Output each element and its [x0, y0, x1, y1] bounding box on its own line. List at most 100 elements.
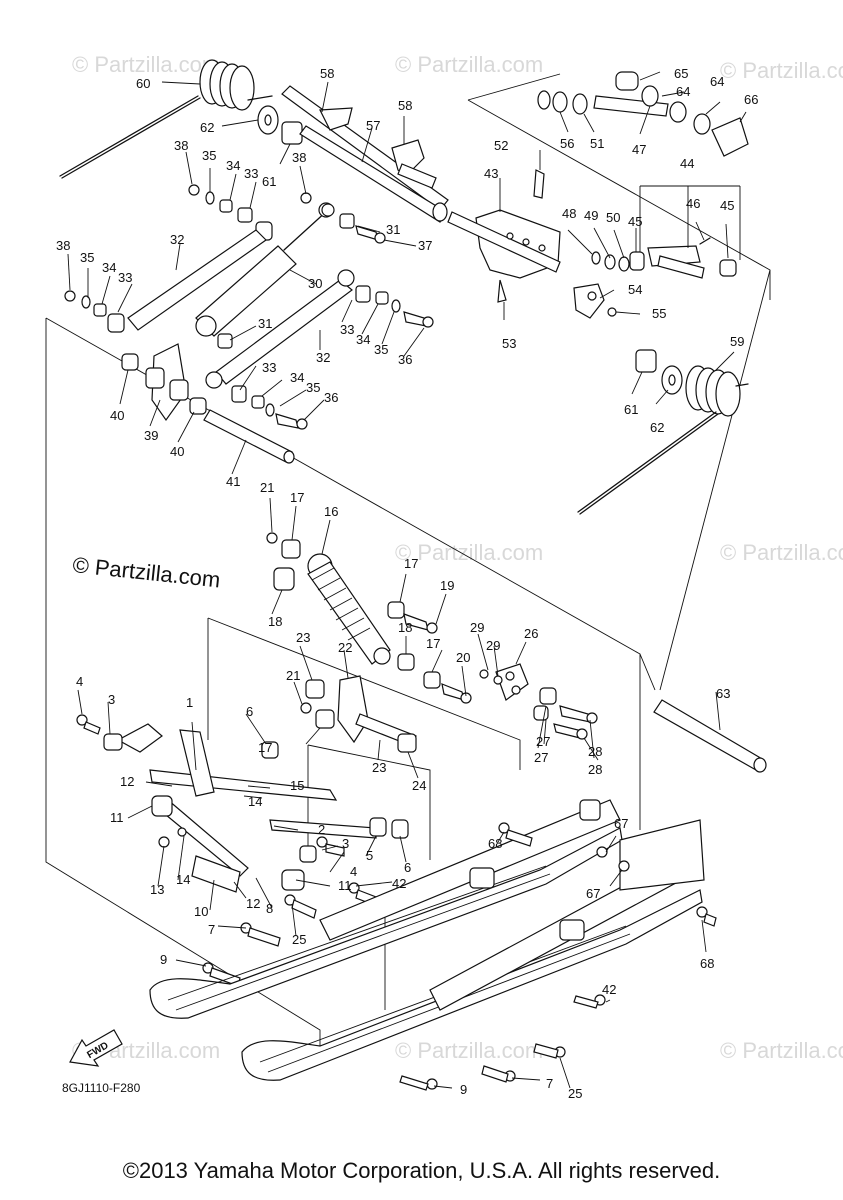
callout-number: 33 [262, 360, 276, 375]
watermark-faint: © Partzilla.com [720, 1038, 843, 1063]
callout-number: 38 [56, 238, 70, 253]
callout-number: 61 [262, 174, 276, 189]
shaft-41 [203, 409, 295, 464]
callout-number: 11 [110, 810, 124, 825]
callout-number: 2 [318, 822, 325, 837]
bracket-39 [121, 343, 207, 422]
callout-number: 15 [290, 778, 304, 793]
bracket-43 [447, 169, 561, 303]
callout-number: 12 [246, 896, 260, 911]
callout-number: 67 [614, 816, 628, 831]
callout-number: 6 [404, 860, 411, 875]
callout-number: 32 [170, 232, 184, 247]
callout-number: 34 [290, 370, 304, 385]
callout-number: 55 [652, 306, 666, 321]
callout-number: 64 [710, 74, 724, 89]
callout-number: 63 [716, 686, 730, 701]
callout-number: 37 [418, 238, 432, 253]
torsion-spring-right [577, 349, 749, 515]
watermark-faint: © Partzilla.com [395, 1038, 543, 1063]
leader-lines [67, 71, 747, 1089]
callout-number: 11 [338, 878, 352, 893]
callout-numbers: 1233445667789910111112121314141516171717… [56, 66, 758, 1101]
rear-axle-47 [537, 71, 749, 157]
callout-number: 4 [350, 864, 357, 879]
callout-number: 25 [292, 932, 306, 947]
callout-number: 40 [110, 408, 124, 423]
callout-number: 46 [686, 196, 700, 211]
callout-number: 18 [398, 620, 412, 635]
callout-number: 58 [320, 66, 334, 81]
callout-number: 21 [260, 480, 274, 495]
collar-61-upper [281, 121, 303, 145]
callout-number: 24 [412, 778, 426, 793]
rear-shock-16 [307, 553, 391, 665]
callout-number: 62 [650, 420, 664, 435]
callout-number: 52 [494, 138, 508, 153]
callout-number: 23 [372, 760, 386, 775]
callout-number: 29 [470, 620, 484, 635]
callout-number: 6 [246, 704, 253, 719]
watermark-faint: © Partzilla.com [720, 540, 843, 565]
washer-62 [257, 105, 279, 135]
callout-number: 40 [170, 444, 184, 459]
front-arm-1 [76, 714, 409, 987]
callout-number: 34 [102, 260, 116, 275]
callout-number: 18 [268, 614, 282, 629]
callout-number: 23 [296, 630, 310, 645]
hardware-right-low [231, 385, 308, 430]
callout-number: 45 [720, 198, 734, 213]
callout-number: 29 [486, 638, 500, 653]
callout-number: 35 [306, 380, 320, 395]
callout-number: 68 [488, 836, 502, 851]
callout-number: 17 [404, 556, 418, 571]
callout-number: 12 [120, 774, 134, 789]
callout-number: 61 [624, 402, 638, 417]
callout-number: 38 [292, 150, 306, 165]
callout-number: 1 [186, 695, 193, 710]
hardware-right-mid [355, 285, 434, 328]
callout-number: 22 [338, 640, 352, 655]
callout-number: 47 [632, 142, 646, 157]
callout-number: 31 [386, 222, 400, 237]
callout-number: 51 [590, 136, 604, 151]
callout-number: 54 [628, 282, 642, 297]
callout-number: 65 [674, 66, 688, 81]
callout-number: 32 [316, 350, 330, 365]
callout-number: 64 [676, 84, 690, 99]
callout-number: 31 [258, 316, 272, 331]
watermark-faint: © Partzilla.com [720, 58, 843, 83]
callout-number: 35 [202, 148, 216, 163]
callout-number: 53 [502, 336, 516, 351]
callout-number: 20 [456, 650, 470, 665]
watermark-main: © Partzilla.com [71, 552, 221, 592]
callout-number: 21 [286, 668, 300, 683]
callout-number: 42 [602, 982, 616, 997]
callout-number: 17 [258, 740, 272, 755]
callout-number: 28 [588, 762, 602, 777]
callout-number: 4 [76, 674, 83, 689]
bracket-22 [300, 675, 417, 753]
callout-number: 36 [324, 390, 338, 405]
collar-31-bolt-37 [217, 192, 386, 349]
callout-number: 42 [392, 876, 406, 891]
callout-number: 45 [628, 214, 642, 229]
slide-rail-left [149, 799, 623, 1019]
callout-number: 68 [700, 956, 714, 971]
callout-number: 44 [680, 156, 694, 171]
callout-number: 62 [200, 120, 214, 135]
cap-58 [391, 139, 437, 189]
watermarks: © Partzilla.com © Partzilla.com © Partzi… [72, 52, 843, 1063]
rear-shaft-57 [281, 85, 449, 223]
callout-number: 28 [588, 744, 602, 759]
callout-number: 27 [534, 750, 548, 765]
callout-number: 14 [248, 794, 262, 809]
callout-number: 38 [174, 138, 188, 153]
callout-number: 30 [308, 276, 322, 291]
watermark-faint: © Partzilla.com [395, 540, 543, 565]
watermark-faint: © Partzilla.com [72, 52, 220, 77]
callout-number: 67 [586, 886, 600, 901]
callout-number: 16 [324, 504, 338, 519]
callout-number: 50 [606, 210, 620, 225]
callout-number: 57 [366, 118, 380, 133]
